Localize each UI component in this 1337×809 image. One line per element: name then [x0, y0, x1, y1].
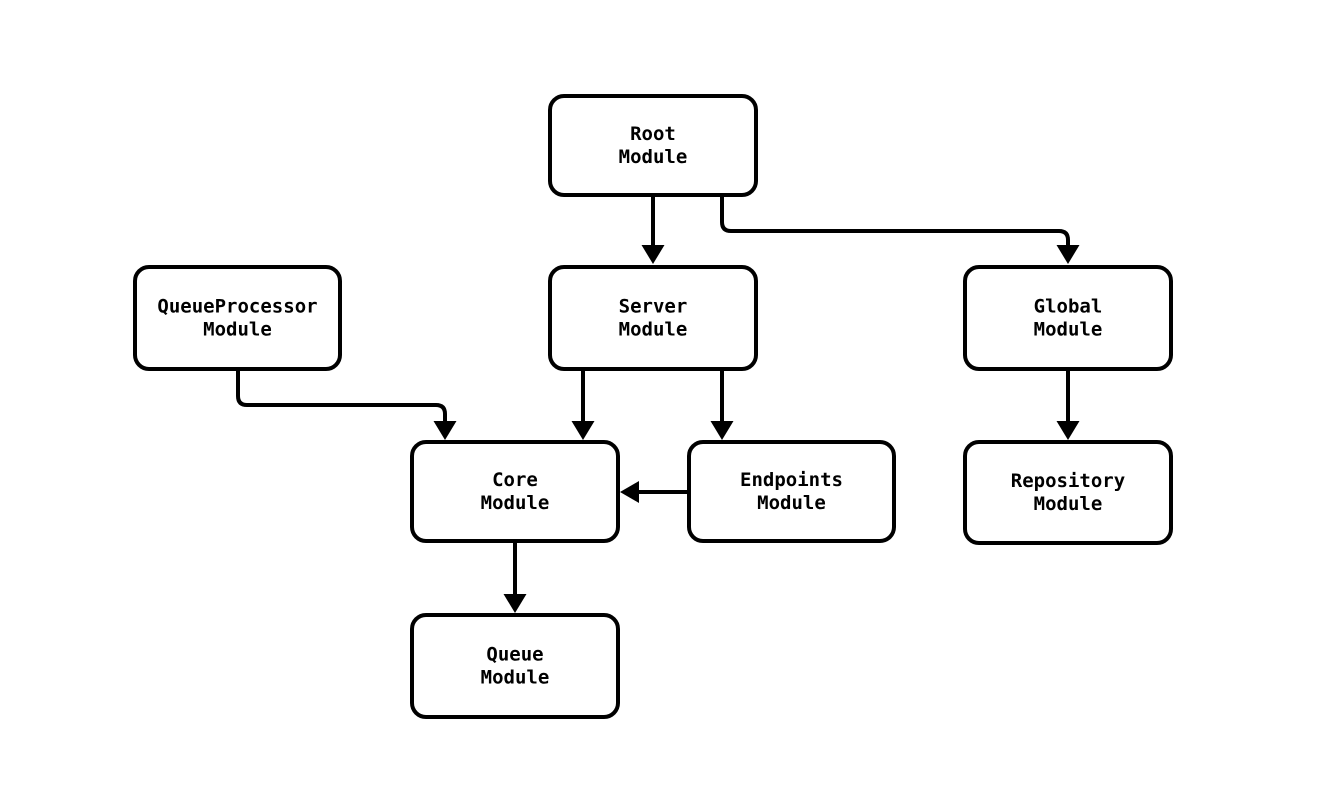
- edge-global-to-repository: [1056, 371, 1080, 440]
- node-box-root[interactable]: [548, 94, 758, 197]
- arrow-head-root-to-global: [1056, 245, 1080, 264]
- arrow-head-endpoints-to-core: [620, 481, 639, 503]
- edge-root-to-global: [720, 197, 1080, 264]
- edge-queueprocessor-to-core: [236, 371, 457, 440]
- node-label-line1-repository: Repository: [1011, 470, 1125, 492]
- node-box-core[interactable]: [410, 440, 620, 543]
- edge-root-to-server: [641, 197, 665, 264]
- arrow-head-global-to-repository: [1056, 421, 1080, 440]
- node-label-line1-core: Core: [492, 469, 538, 491]
- node-label-line2-endpoints: Module: [757, 492, 826, 514]
- node-label-line1-queueprocessor: QueueProcessor: [157, 296, 317, 318]
- arrow-head-queueprocessor-to-core: [433, 421, 457, 440]
- node-label-line2-queueprocessor: Module: [203, 319, 272, 341]
- node-label-line2-root: Module: [619, 146, 688, 168]
- node-label-line1-global: Global: [1034, 296, 1103, 318]
- arrow-head-core-to-queue: [503, 594, 527, 613]
- node-box-queue[interactable]: [410, 613, 620, 719]
- node-box-server[interactable]: [548, 265, 758, 371]
- node-box-endpoints[interactable]: [687, 440, 896, 543]
- node-label-line1-endpoints: Endpoints: [740, 469, 843, 491]
- arrow-head-server-to-core: [571, 421, 595, 440]
- edge-line-root-to-global: [720, 197, 1070, 250]
- edge-endpoints-to-core: [620, 481, 687, 503]
- node-label-line1-server: Server: [619, 296, 688, 318]
- node-label-line1-root: Root: [630, 123, 676, 145]
- edge-server-to-core: [571, 371, 595, 440]
- node-label-line2-queue: Module: [481, 667, 550, 689]
- node-box-queueprocessor[interactable]: [133, 265, 342, 371]
- edge-line-queueprocessor-to-core: [236, 371, 447, 426]
- node-label-line2-repository: Module: [1034, 493, 1103, 515]
- arrow-head-server-to-endpoints: [710, 421, 734, 440]
- edge-core-to-queue: [503, 543, 527, 613]
- node-label-line2-server: Module: [619, 319, 688, 341]
- arrow-head-root-to-server: [641, 245, 665, 264]
- node-box-global[interactable]: [963, 265, 1173, 371]
- node-label-line1-queue: Queue: [486, 644, 543, 666]
- node-box-repository[interactable]: [963, 440, 1173, 545]
- node-label-line2-core: Module: [481, 492, 550, 514]
- edge-server-to-endpoints: [710, 371, 734, 440]
- edges-layer: [236, 197, 1080, 613]
- nodes-layer: RootModuleQueueProcessorModuleServerModu…: [133, 94, 1173, 719]
- node-label-line2-global: Module: [1034, 319, 1103, 341]
